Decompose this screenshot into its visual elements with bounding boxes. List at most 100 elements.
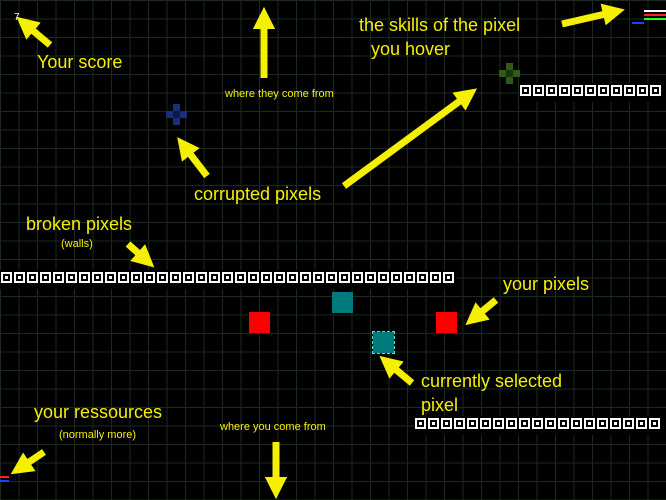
wall-tile [1,272,12,283]
wall-tile [170,272,181,283]
label-your-pixels: your pixels [503,274,590,294]
wall-tile [430,272,441,283]
label-your-score: Your score [37,52,123,72]
wall-tile [519,418,530,429]
label-your-resources: your ressources [34,402,163,422]
arrow-to-corrupted-green [341,88,478,189]
wall-tile [235,272,246,283]
wall-tile [79,272,90,283]
wall-tile [597,418,608,429]
wall-tile [378,272,389,283]
arrow-to-score [16,16,53,48]
wall-tile [585,85,596,96]
wall-tile [623,418,634,429]
wall-tile [261,272,272,283]
corrupted-pixel-green[interactable] [499,63,520,84]
skill-bars [632,10,666,24]
corrupted-pixel-blue[interactable] [166,104,187,125]
wall-tile [144,272,155,283]
wall-tile [637,85,648,96]
arrow-to-wall [125,241,155,268]
wall-tile [571,418,582,429]
wall-tile [118,272,129,283]
wall-tile [287,272,298,283]
skill-bar-blue [632,22,644,24]
arrow-to-resources [10,449,46,475]
player-pixel-teal[interactable] [332,292,353,313]
selected-player-pixel[interactable] [372,331,395,354]
wall-tile [105,272,116,283]
wall-tile [520,85,531,96]
wall-tile [506,418,517,429]
arrow-to-corrupted-blue [177,137,210,179]
label-where-they-come-from: where they come from [225,88,334,100]
wall-tile [443,272,454,283]
wall-tile [157,272,168,283]
wall-tile [532,418,543,429]
label-where-you-come-from: where you come from [220,421,326,433]
wall-tile [274,272,285,283]
wall-tile [545,418,556,429]
arrow-to-skills [561,3,625,28]
wall-tile [610,418,621,429]
wall-bottom-right [414,416,666,435]
resource-bars [0,476,9,482]
wall-top-right [519,83,666,102]
label-currently-selected-line2: pixel [421,395,459,415]
wall-tile [636,418,647,429]
player-pixel-red-right[interactable] [436,312,457,333]
wall-tile [559,85,570,96]
wall-tile [404,272,415,283]
wall-tile [66,272,77,283]
wall-tile [611,85,622,96]
label-walls: (walls) [61,238,93,250]
wall-tile [467,418,478,429]
wall-tile [533,85,544,96]
label-skills-line2: you hover [371,39,451,59]
wall-tile [441,418,452,429]
wall-tile [352,272,363,283]
wall-tile [584,418,595,429]
wall-tile [14,272,25,283]
skill-bar-red [644,14,666,16]
wall-middle [0,270,457,289]
player-pixel-red-left[interactable] [249,312,270,333]
wall-tile [546,85,557,96]
label-currently-selected-line1: currently selected [421,371,563,391]
resource-bar-red [0,476,9,478]
wall-tile [40,272,51,283]
wall-tile [326,272,337,283]
wall-tile [248,272,259,283]
arrow-to-your-pixels [465,297,499,326]
wall-tile [131,272,142,283]
label-broken-pixels: broken pixels [26,214,133,234]
wall-tile [493,418,504,429]
wall-tile [222,272,233,283]
wall-tile [339,272,350,283]
wall-tile [415,418,426,429]
wall-tile [209,272,220,283]
wall-tile [27,272,38,283]
wall-tile [454,418,465,429]
wall-tile [480,418,491,429]
label-normally-more: (normally more) [59,429,137,441]
wall-tile [365,272,376,283]
wall-tile [183,272,194,283]
wall-tile [196,272,207,283]
wall-tile [92,272,103,283]
wall-tile [649,418,660,429]
wall-tile [572,85,583,96]
skill-bar-green [644,18,666,20]
wall-tile [391,272,402,283]
arrow-to-selected-pixel [379,355,415,386]
wall-tile [428,418,439,429]
wall-tile [624,85,635,96]
skill-bar-white [644,10,666,12]
wall-tile [558,418,569,429]
wall-tile [598,85,609,96]
label-skills-line1: the skills of the pixel [359,15,521,35]
resource-bar-blue [0,480,9,482]
wall-tile [313,272,324,283]
